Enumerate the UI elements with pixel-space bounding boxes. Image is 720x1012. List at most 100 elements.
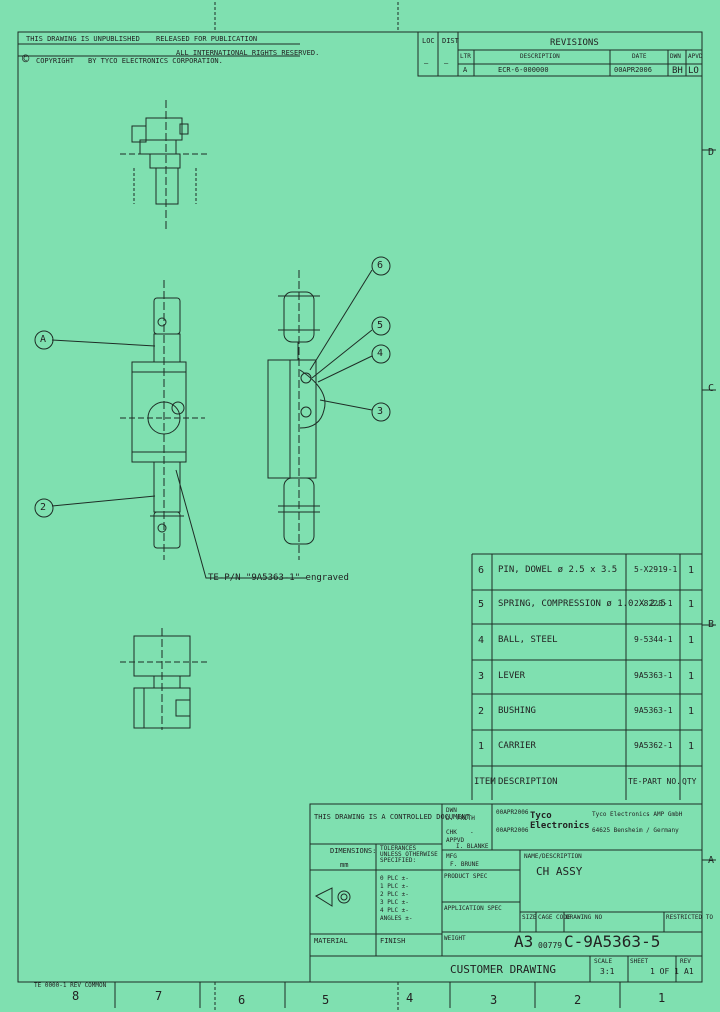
restricted-to-label: RESTRICTED TO bbox=[666, 914, 713, 921]
size-label: SIZE bbox=[522, 914, 537, 921]
company-logo: Tyco bbox=[530, 811, 552, 821]
ltr-label: LTR bbox=[460, 53, 471, 60]
cage-code: 00779 bbox=[538, 941, 563, 950]
bom-part-number: 2-8228-1 bbox=[634, 599, 673, 608]
bom-description: CARRIER bbox=[498, 741, 536, 751]
callout-2: 2 bbox=[40, 502, 47, 513]
part-name: CH ASSY bbox=[536, 865, 583, 878]
zone-letter: A bbox=[708, 855, 715, 866]
application-spec-label: APPLICATION SPEC bbox=[444, 905, 502, 912]
company-name: Tyco Electronics AMP GmbH bbox=[592, 811, 683, 818]
company-address: 64625 Bensheim / Germany bbox=[592, 827, 679, 834]
dwn-label: DWN bbox=[670, 53, 681, 60]
zone-number: 7 bbox=[155, 989, 163, 1003]
callout-circle bbox=[371, 316, 391, 336]
bom-qty: 1 bbox=[688, 741, 695, 752]
scale-value: 3:1 bbox=[600, 967, 615, 976]
material-label: MATERIAL bbox=[314, 937, 348, 945]
chk-label: CHK bbox=[446, 829, 457, 836]
revision-apvd: LO bbox=[688, 66, 699, 76]
bom-part-number: 9A5362-1 bbox=[634, 741, 673, 750]
bom-item: 5 bbox=[478, 599, 485, 610]
scale-label: SCALE bbox=[594, 958, 613, 965]
mfg-value: F. BRUNE bbox=[450, 861, 479, 868]
zone-number: 6 bbox=[238, 993, 246, 1007]
form-number: TE 0000-1 REV COMMON bbox=[34, 982, 107, 989]
dist-label: DIST bbox=[442, 37, 459, 45]
callout-circle bbox=[34, 498, 54, 518]
dwn-label: DWN bbox=[446, 807, 457, 814]
bom-item: 2 bbox=[478, 706, 485, 717]
bom-qty: 1 bbox=[688, 671, 695, 682]
bom-qty: 1 bbox=[688, 565, 695, 576]
bom-table bbox=[471, 553, 702, 800]
engraving-note: TE-P/N "9A5363-1" engraved bbox=[208, 573, 349, 583]
revision-description: ECR-6-000000 bbox=[498, 66, 549, 74]
appvd-label: APPVD bbox=[446, 837, 465, 844]
rev-label: REV bbox=[680, 958, 691, 965]
tolerance-line: 0 PLC ±- bbox=[380, 875, 409, 882]
zone-number: 2 bbox=[574, 993, 582, 1007]
bom-header-description: DESCRIPTION bbox=[498, 777, 558, 787]
bottom-view bbox=[120, 628, 210, 730]
callout-circle bbox=[371, 344, 391, 364]
approved-date: 00APR2006 bbox=[496, 827, 529, 834]
chk-value: - bbox=[470, 829, 474, 836]
front-view bbox=[120, 280, 205, 560]
bom-part-number: 9A5363-1 bbox=[634, 706, 673, 715]
date-label: DATE bbox=[632, 53, 647, 60]
rights-label: ALL INTERNATIONAL RIGHTS RESERVED. bbox=[176, 49, 320, 57]
bom-description: PIN, DOWEL ø 2.5 x 3.5 bbox=[498, 565, 618, 575]
tolerance-line: 1 PLC ±- bbox=[380, 883, 409, 890]
bom-description: BALL, STEEL bbox=[498, 635, 558, 645]
description-label: DESCRIPTION bbox=[520, 53, 560, 60]
callout-circle bbox=[371, 402, 391, 422]
appvd-value: I. BLANKE bbox=[456, 843, 489, 850]
loc-value: — bbox=[424, 59, 429, 67]
callout-circle bbox=[34, 330, 54, 350]
bom-part-number: 9A5363-1 bbox=[634, 671, 673, 680]
revisions-title: REVISIONS bbox=[550, 38, 599, 48]
bom-item: 6 bbox=[478, 565, 485, 576]
tolerance-line: 3 PLC ±- bbox=[380, 899, 409, 906]
leader-a bbox=[51, 339, 156, 347]
bom-qty: 1 bbox=[688, 706, 695, 717]
dist-value: — bbox=[444, 59, 449, 67]
drawn-date: 00APR2006 bbox=[496, 809, 529, 816]
publication-notice: RELEASED FOR PUBLICATION bbox=[156, 35, 258, 43]
leader-4 bbox=[317, 355, 373, 383]
tolerance-line: 4 PLC ±- bbox=[380, 907, 409, 914]
drawing-number-label: DRAWING NO bbox=[566, 914, 603, 921]
side-view bbox=[267, 270, 326, 560]
dimensions-label: DIMENSIONS: bbox=[330, 847, 377, 855]
drawing-frame bbox=[17, 31, 703, 983]
bom-qty: 1 bbox=[688, 635, 695, 646]
bom-description: LEVER bbox=[498, 671, 526, 681]
sheet-size: A3 bbox=[514, 932, 534, 951]
bom-header-item: ITEM bbox=[474, 777, 496, 787]
dimensions-unit: mm bbox=[340, 861, 349, 869]
zone-number: 4 bbox=[406, 991, 414, 1005]
cage-code-label: CAGE CODE bbox=[538, 914, 571, 921]
sheet-label: SHEET bbox=[630, 958, 649, 965]
zone-number: 1 bbox=[658, 991, 666, 1005]
callout-4: 4 bbox=[377, 348, 384, 359]
leader-engraving bbox=[175, 469, 306, 579]
callout-6: 6 bbox=[377, 260, 384, 271]
bom-part-number: 9-5344-1 bbox=[634, 635, 673, 644]
name-description-label: NAME/DESCRIPTION bbox=[524, 853, 582, 860]
bom-item: 3 bbox=[478, 671, 485, 682]
callout-3: 3 bbox=[377, 406, 384, 417]
bom-description: SPRING, COMPRESSION ø 1.0 X 2.5 bbox=[498, 599, 666, 609]
bom-part-number: 5-X2919-1 bbox=[634, 565, 678, 574]
zone-letter: D bbox=[708, 147, 715, 158]
revision-ltr: A bbox=[463, 66, 468, 74]
bom-item: 1 bbox=[478, 741, 485, 752]
dwn-value: D. FRITH bbox=[446, 815, 475, 822]
revisions-table bbox=[417, 31, 703, 77]
tolerance-line: 2 PLC ±- bbox=[380, 891, 409, 898]
bom-header-part-number: TE-PART NO. bbox=[628, 777, 681, 786]
sheet-value: 1 OF 1 bbox=[650, 967, 679, 976]
leader-2 bbox=[51, 495, 156, 507]
